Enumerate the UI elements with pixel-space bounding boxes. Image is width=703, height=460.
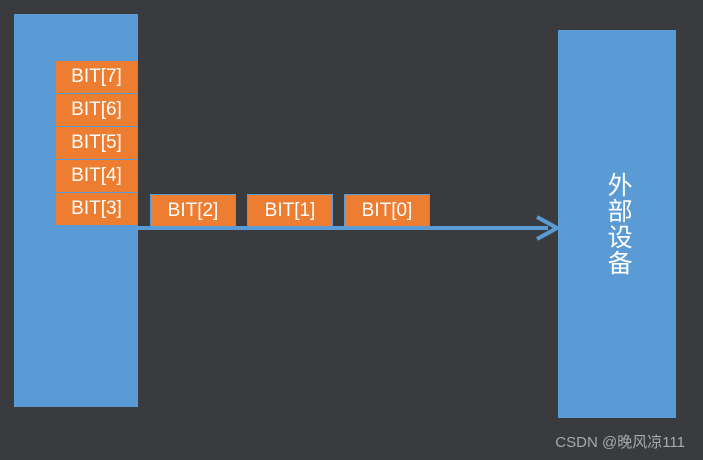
bit-cell-3: BIT[3]	[55, 192, 138, 226]
device-panel-label: 外部设备	[604, 172, 632, 276]
bit-cell-4: BIT[4]	[55, 159, 138, 193]
bit-cell-0: BIT[0]	[344, 194, 430, 228]
bit-cell-6: BIT[6]	[55, 93, 138, 127]
device-panel: 外部设备	[558, 30, 676, 418]
watermark: CSDN @晚风凉111	[555, 434, 685, 451]
bit-stack: BIT[7] BIT[6] BIT[5] BIT[4] BIT[3]	[55, 60, 138, 226]
bit-cell-2: BIT[2]	[150, 194, 236, 228]
bit-row: BIT[2] BIT[1] BIT[0]	[150, 194, 430, 228]
transmission-arrow-icon	[138, 215, 562, 241]
bit-cell-7: BIT[7]	[55, 60, 138, 94]
bit-cell-5: BIT[5]	[55, 126, 138, 160]
